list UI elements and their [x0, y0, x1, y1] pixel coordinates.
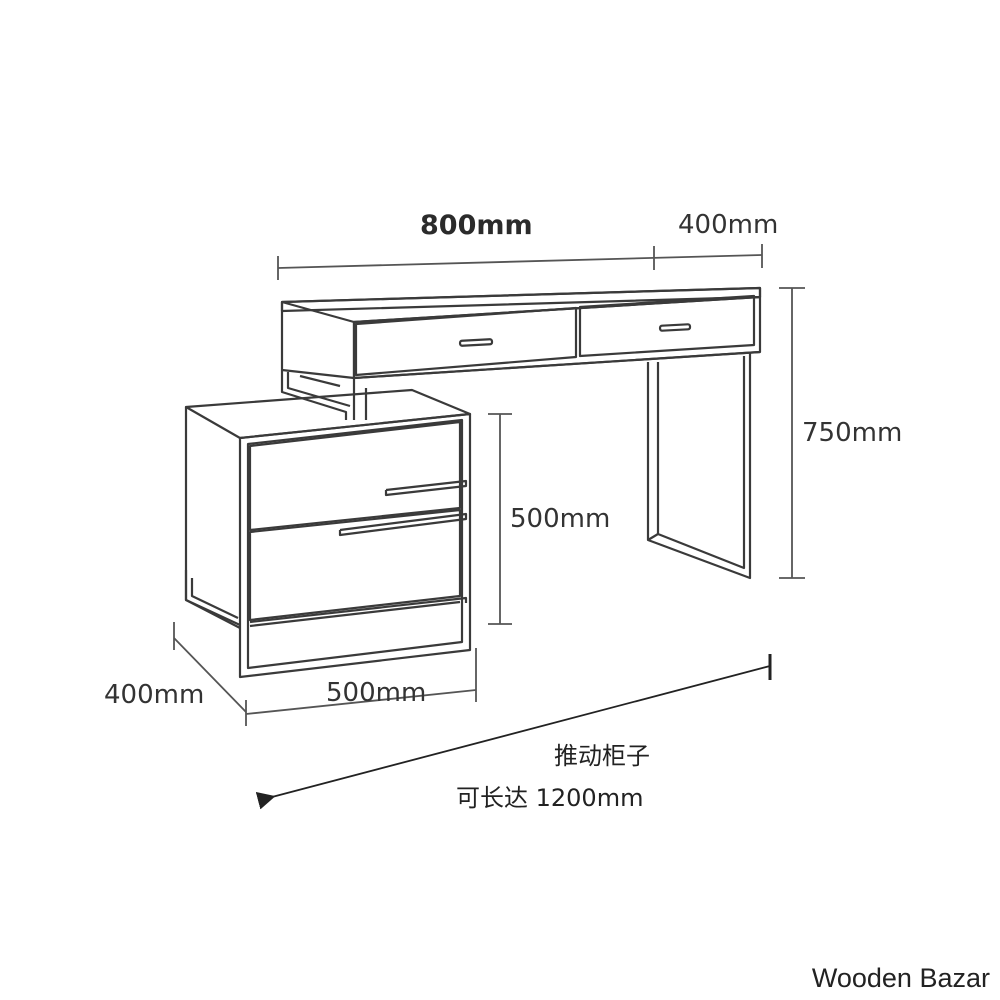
extension-width-label: 400mm	[678, 210, 779, 240]
desk-drawer-left-handle	[458, 338, 494, 347]
cabinet-outline	[184, 388, 472, 679]
cabinet-drawer-bottom	[248, 508, 462, 622]
cabinet-drawer-bottom-handle	[338, 512, 468, 537]
cabinet-drawer-top-handle	[384, 479, 468, 497]
note-line-1: 推动柜子	[554, 742, 650, 770]
note-line-2: 可长达 1200mm	[456, 784, 644, 812]
desk-drawer-left	[354, 306, 578, 377]
desk-drawer-right-handle	[658, 323, 692, 332]
dimension-lines	[173, 244, 805, 726]
brand-watermark: Wooden Bazar	[811, 963, 990, 993]
desk-height-label: 750mm	[802, 418, 903, 448]
cabinet-height-label: 500mm	[510, 504, 611, 534]
extension-arrow	[255, 654, 772, 810]
desk-drawer-right	[578, 294, 756, 358]
cabinet-width-label: 500mm	[326, 678, 427, 708]
desk-width-label: 800mm	[420, 210, 533, 241]
cabinet-drawer-top	[248, 420, 462, 532]
cabinet-depth-label: 400mm	[104, 680, 205, 710]
